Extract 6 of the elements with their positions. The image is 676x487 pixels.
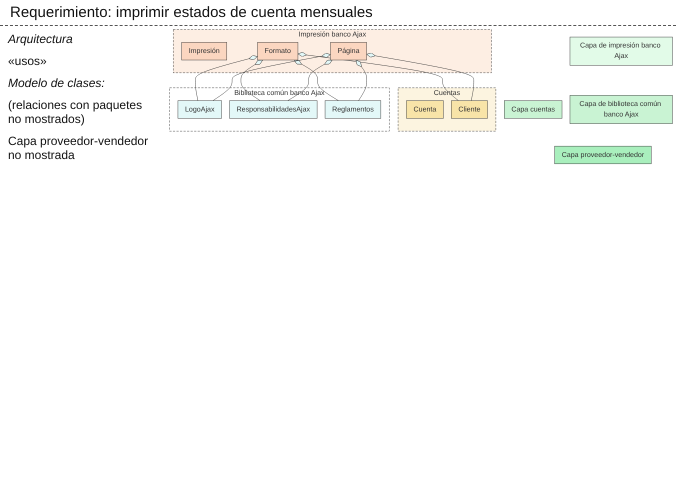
note-text: Capa proveedor-vendedor no mostrada bbox=[8, 134, 150, 162]
section-heading: Modelo de clases: bbox=[8, 76, 106, 90]
stereotype-label: «usos» bbox=[8, 54, 48, 68]
section-heading: Arquitectura bbox=[8, 32, 74, 46]
note-text: (relaciones con paquetes no mostrados) bbox=[8, 98, 144, 126]
diagram-title: Requerimiento: imprimir estados de cuenta mensuales bbox=[0, 0, 676, 26]
